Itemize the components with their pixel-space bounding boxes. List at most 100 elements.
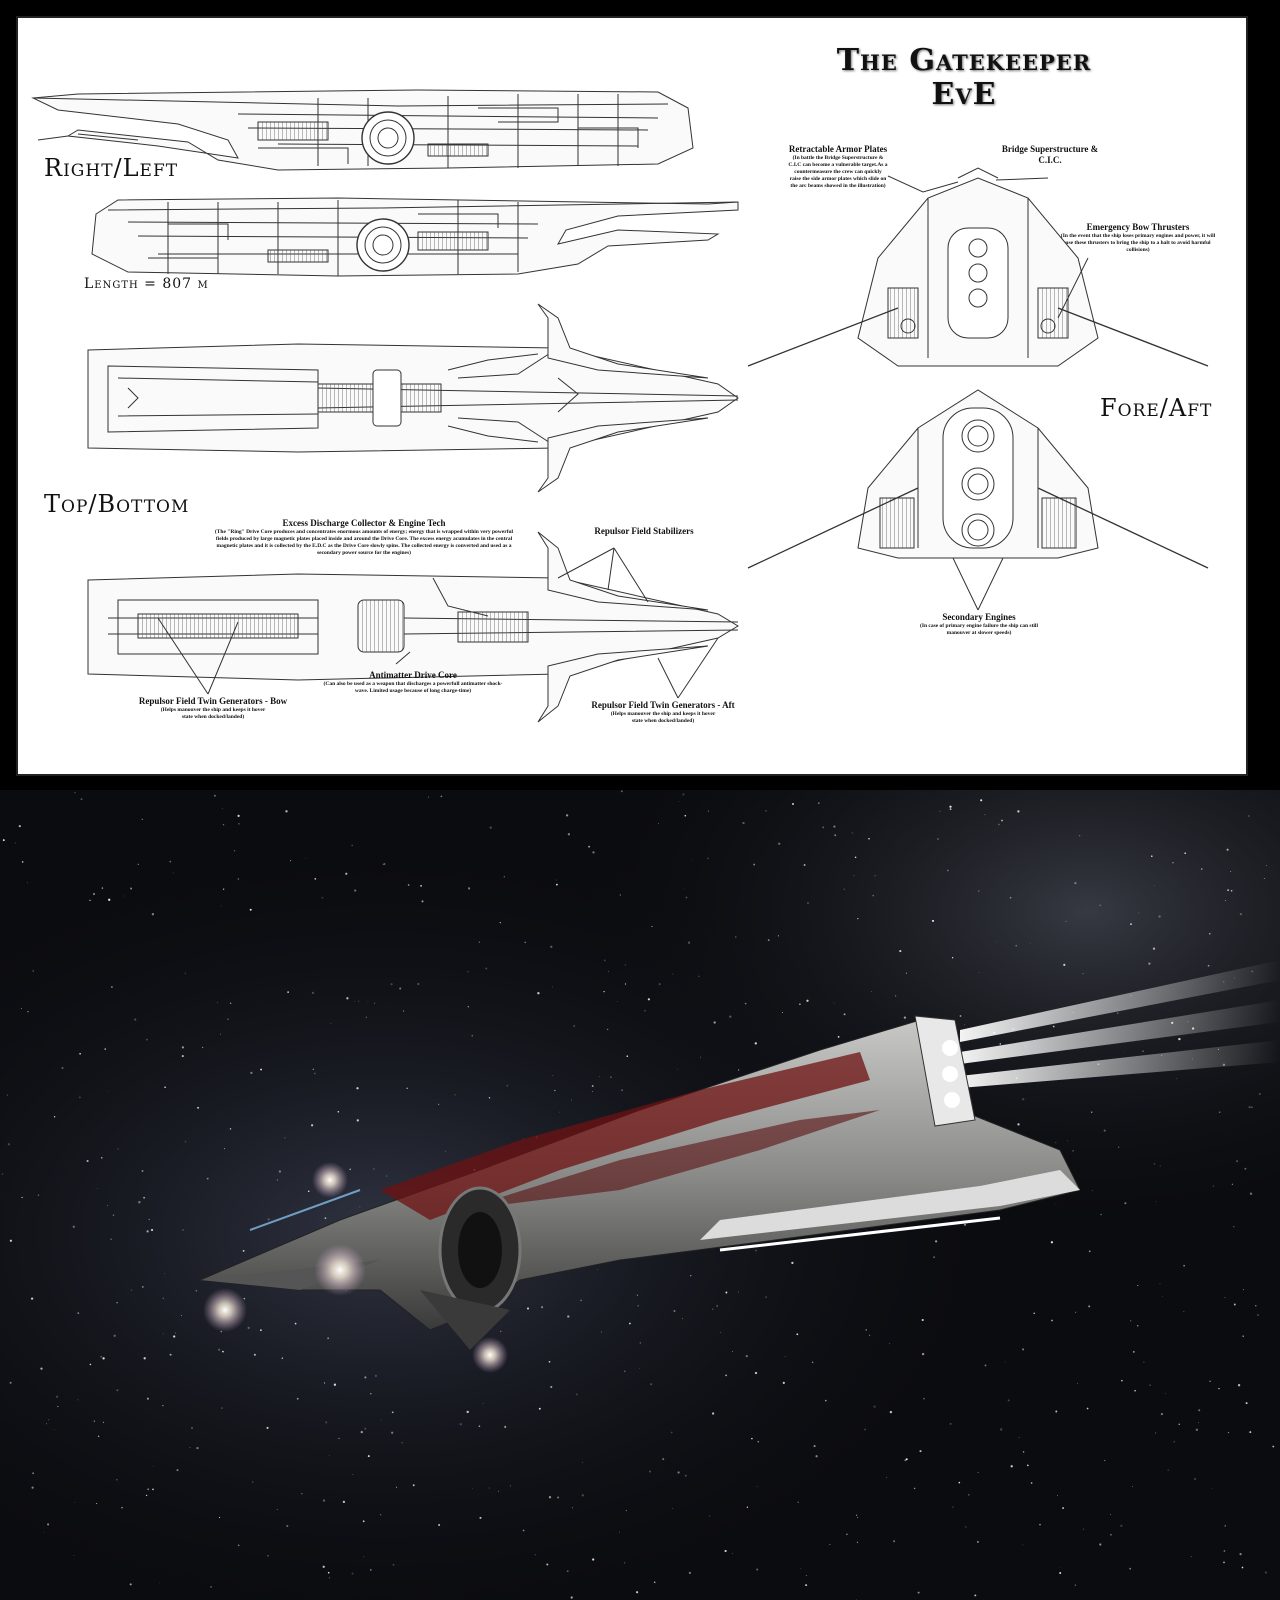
star — [978, 972, 980, 974]
star — [1091, 1190, 1093, 1192]
star — [20, 1007, 22, 1009]
star — [407, 884, 410, 886]
star — [134, 1018, 137, 1021]
star — [181, 1046, 185, 1049]
star — [354, 1001, 356, 1002]
star — [1248, 1106, 1251, 1109]
star — [276, 1179, 278, 1181]
star — [53, 1429, 55, 1431]
star — [725, 1291, 728, 1294]
star — [30, 1297, 34, 1300]
star — [854, 856, 857, 859]
star — [550, 1385, 553, 1389]
star — [210, 1586, 212, 1588]
star — [650, 1383, 653, 1386]
star — [899, 950, 902, 953]
star — [1063, 963, 1066, 967]
star — [15, 842, 16, 844]
star — [1159, 1283, 1161, 1285]
star — [555, 879, 557, 881]
star — [1176, 1078, 1178, 1080]
star — [1039, 1523, 1041, 1526]
star — [153, 1465, 155, 1467]
star — [592, 1091, 594, 1092]
star — [524, 941, 526, 944]
star — [471, 1035, 473, 1037]
star — [346, 997, 349, 1000]
star — [1050, 1241, 1054, 1244]
star — [392, 1563, 395, 1566]
star — [980, 799, 983, 802]
star — [220, 1033, 221, 1035]
star — [1183, 1264, 1185, 1267]
star — [221, 1407, 223, 1409]
star — [700, 1056, 702, 1058]
star — [358, 1000, 360, 1002]
star — [947, 869, 949, 872]
star — [454, 1094, 456, 1096]
star — [323, 1382, 326, 1384]
aft-view — [747, 389, 1209, 611]
star — [731, 1553, 733, 1554]
star — [169, 860, 172, 863]
star — [143, 1357, 146, 1360]
star — [806, 999, 809, 1002]
star — [603, 959, 606, 962]
star — [607, 970, 609, 973]
star — [977, 1541, 979, 1543]
star — [342, 1500, 346, 1504]
star — [1148, 962, 1151, 965]
star — [1198, 1409, 1201, 1412]
star — [1142, 1050, 1144, 1052]
star — [32, 1472, 34, 1474]
star — [688, 1571, 692, 1574]
star — [459, 1423, 462, 1426]
callout-bridge: Bridge Superstructure & C.I.C. — [1001, 144, 1099, 165]
star — [48, 1419, 50, 1421]
star — [1162, 1296, 1163, 1297]
star — [1230, 889, 1233, 892]
star — [738, 1291, 739, 1293]
star — [1010, 1465, 1013, 1468]
star — [322, 1499, 326, 1502]
star — [227, 1018, 229, 1020]
star — [330, 1023, 332, 1024]
view-label-fore-aft: Fore/Aft — [1100, 394, 1213, 422]
star — [1130, 1320, 1132, 1322]
star — [565, 814, 569, 817]
star — [923, 1398, 925, 1400]
star — [2, 839, 5, 842]
star — [904, 1459, 907, 1462]
star — [1079, 835, 1081, 837]
star — [999, 1043, 1002, 1045]
star — [7, 1143, 11, 1146]
star — [1227, 889, 1229, 891]
star — [93, 1420, 96, 1422]
star — [624, 983, 627, 985]
star — [391, 1411, 394, 1414]
star — [1110, 1514, 1111, 1515]
star — [466, 1410, 469, 1414]
star — [1239, 1552, 1242, 1556]
star — [1117, 1012, 1119, 1014]
star — [1022, 1544, 1024, 1546]
star — [856, 1514, 858, 1516]
star — [682, 793, 685, 796]
star — [682, 1318, 683, 1320]
star — [1017, 810, 1020, 813]
star — [77, 1399, 79, 1401]
thruster-glow — [203, 1288, 247, 1332]
star — [672, 1508, 674, 1510]
star — [582, 1462, 583, 1463]
star — [1026, 1464, 1029, 1467]
star — [101, 1157, 103, 1159]
star — [799, 1003, 801, 1005]
star — [349, 1168, 351, 1171]
star — [112, 1214, 115, 1216]
star — [1227, 1431, 1230, 1434]
star — [285, 810, 288, 813]
star — [822, 826, 825, 829]
star — [106, 1090, 108, 1092]
star — [1255, 1305, 1257, 1307]
star — [1090, 1111, 1093, 1113]
